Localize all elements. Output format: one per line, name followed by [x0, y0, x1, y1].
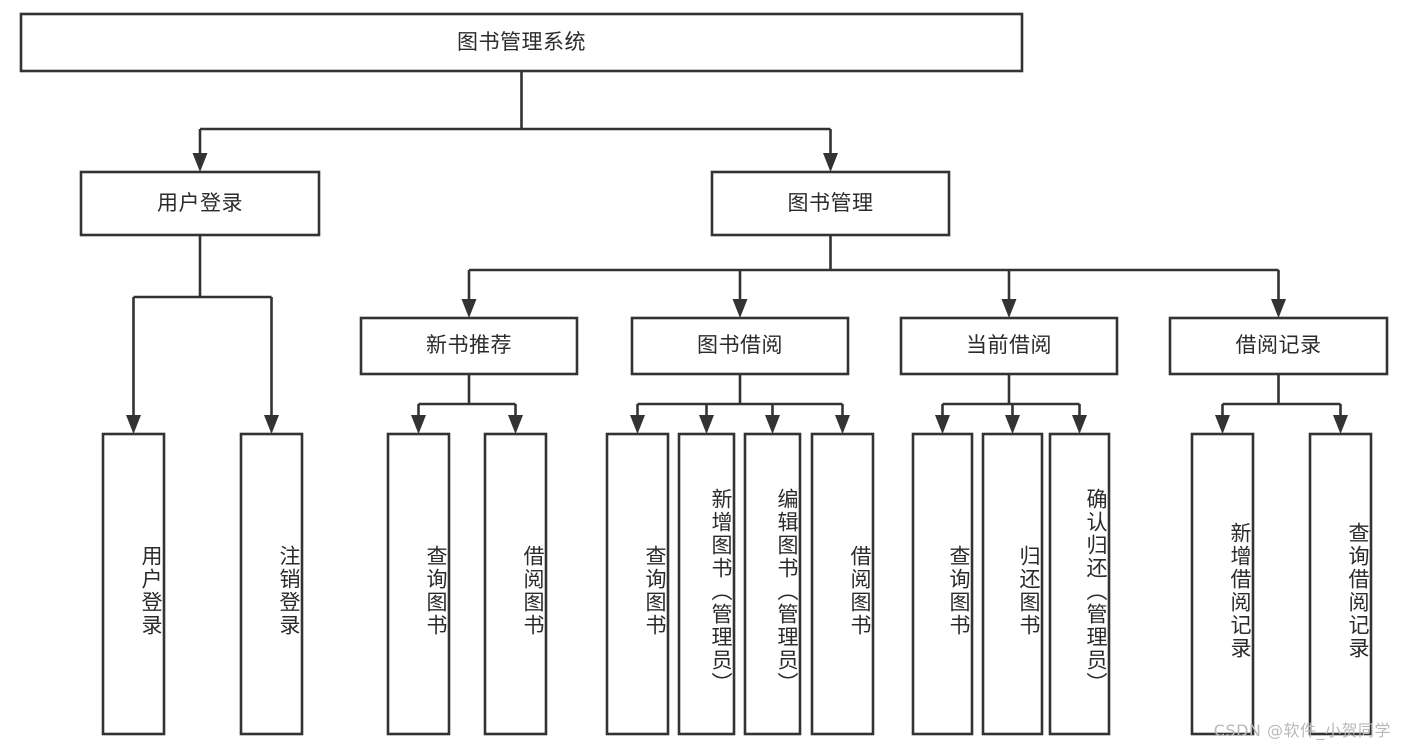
arrowheads-layer [126, 153, 1348, 434]
arrowhead-icon [823, 153, 838, 172]
arrowhead-icon [508, 415, 523, 434]
node-leaf-borrow-book[interactable] [810, 432, 875, 736]
node-leaf-add-book[interactable] [677, 432, 736, 736]
node-user-login[interactable] [79, 170, 321, 237]
arrowhead-icon [1072, 415, 1087, 434]
node-current-borrow[interactable] [899, 316, 1119, 376]
node-book-manage[interactable] [710, 170, 951, 237]
arrowhead-icon [126, 415, 141, 434]
node-leaf-user-login[interactable] [101, 432, 166, 736]
connectors-layer [132, 71, 1342, 417]
arrowhead-icon [1333, 415, 1348, 434]
node-borrow-record[interactable] [1168, 316, 1389, 376]
arrowhead-icon [461, 299, 477, 318]
arrowhead-icon [1001, 299, 1017, 318]
watermark-text: CSDN @软件_小贺同学 [1213, 721, 1391, 740]
arrowhead-icon [264, 415, 279, 434]
node-leaf-borrow-book-rec[interactable] [483, 432, 548, 736]
node-leaf-return-book[interactable] [981, 432, 1044, 736]
arrowhead-icon [630, 415, 645, 434]
arrowhead-icon [765, 415, 780, 434]
node-leaf-query-borrow-record[interactable] [1308, 432, 1373, 736]
node-leaf-query-book-rec[interactable] [386, 432, 451, 736]
arrowhead-icon [192, 153, 208, 172]
arrowhead-icon [1271, 299, 1286, 318]
node-leaf-edit-book[interactable] [743, 432, 802, 736]
node-leaf-add-borrow-record[interactable] [1190, 432, 1255, 736]
arrowhead-icon [835, 415, 850, 434]
node-leaf-query-book-borrow[interactable] [605, 432, 670, 736]
node-leaf-user-logout[interactable] [239, 432, 304, 736]
arrowhead-icon [935, 415, 950, 434]
arrowhead-icon [411, 415, 426, 434]
arrowhead-icon [1215, 415, 1230, 434]
node-new-book-rec[interactable] [359, 316, 579, 376]
arrowhead-icon [732, 299, 748, 318]
node-root[interactable] [19, 12, 1024, 73]
node-book-borrow[interactable] [630, 316, 850, 376]
node-boxes-layer [19, 12, 1389, 736]
arrowhead-icon [1005, 415, 1020, 434]
arrowhead-icon [699, 415, 714, 434]
node-leaf-query-book-current[interactable] [911, 432, 974, 736]
node-leaf-confirm-return[interactable] [1048, 432, 1111, 736]
